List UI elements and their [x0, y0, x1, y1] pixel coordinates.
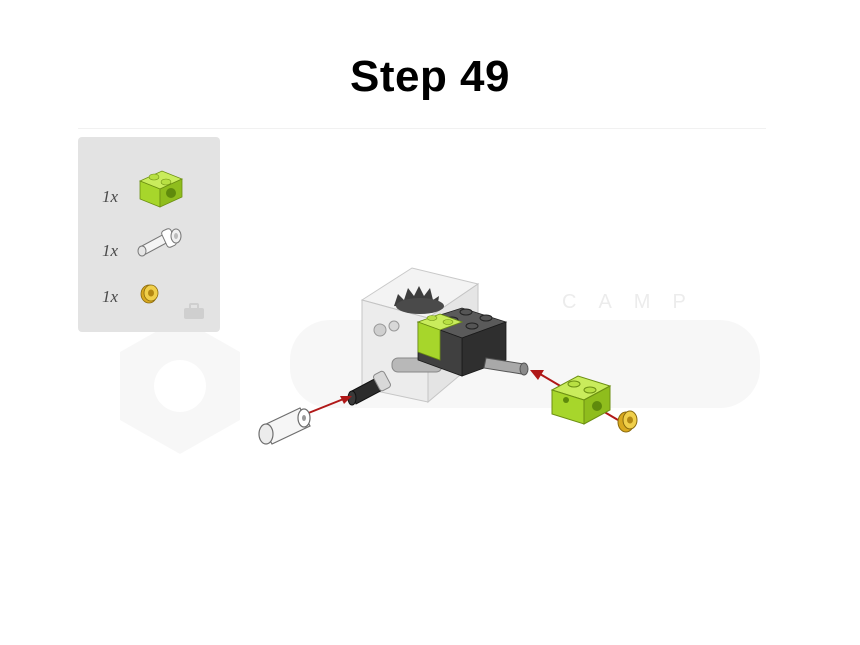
technic-brick-1x2-lime: [550, 375, 612, 425]
bush-yellow: [617, 410, 638, 433]
part-row: 1x: [78, 265, 220, 309]
briefcase-icon: [184, 303, 204, 319]
part-row: 1x: [78, 217, 220, 261]
assembly-arrow: [305, 396, 352, 415]
page-title: Step 49: [349, 52, 510, 101]
part-qty: 1x: [102, 287, 119, 306]
part-qty: 1x: [102, 187, 119, 206]
part-row: 1x: [78, 163, 220, 208]
technic-brick-1x2-lime-icon: [138, 170, 184, 208]
instruction-area: [78, 128, 766, 469]
part-qty: 1x: [102, 241, 119, 260]
watermark-text: CAMP: [562, 291, 708, 313]
gray-axle: [483, 357, 529, 376]
lime-brick-attached: [416, 313, 464, 361]
axle-pin-white-icon: [137, 228, 182, 257]
gear-icon: [394, 286, 444, 314]
bush-yellow-icon: [140, 284, 159, 304]
parts-panel: 1x 1x 1x: [78, 137, 220, 332]
black-pin: [347, 370, 391, 406]
axle-pin-white: [258, 407, 311, 445]
